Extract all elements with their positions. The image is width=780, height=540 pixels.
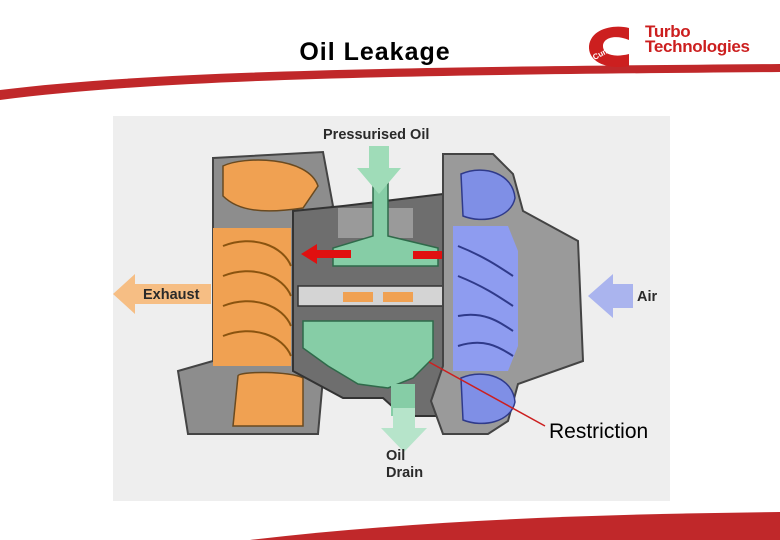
cummins-c-emblem-icon: Cummins	[588, 26, 629, 68]
compressor-volute-top	[460, 169, 516, 221]
air-label: Air	[637, 289, 658, 305]
oil-leak-arrow-left-icon	[301, 244, 351, 264]
restriction-callout-line	[428, 361, 546, 427]
oil-drain-arrow-icon	[381, 408, 427, 452]
slide-title: Oil Leakage	[299, 38, 451, 66]
turbine-wheel	[213, 228, 291, 366]
oil-drain-label-line-1: Oil	[386, 448, 405, 464]
oil-drain-cavity	[302, 320, 434, 389]
header-swoosh-bar	[0, 64, 780, 100]
logo-line-1: Turbo	[645, 22, 691, 41]
pressurised-oil-label: Pressurised Oil	[323, 127, 429, 143]
turbocharger-cutaway-diagram: Exhaust Pressurised Oil Air	[113, 116, 670, 501]
logo-line-2: Technologies	[645, 37, 750, 56]
pressurised-oil-arrow-icon	[357, 146, 401, 194]
exhaust-arrow-icon	[113, 274, 211, 314]
turbine-volute-top	[222, 159, 319, 212]
turbine-volute-bottom	[232, 371, 304, 427]
oil-feed-gallery	[332, 173, 439, 267]
compressor-wheel	[453, 226, 518, 371]
footer-swoosh-bar	[250, 512, 780, 540]
air-arrow-icon	[588, 274, 633, 318]
journal-bearing-left	[343, 292, 373, 302]
restriction-callout-label: Restriction	[549, 420, 649, 443]
oil-drain-label-line-2: Drain	[386, 465, 423, 481]
exhaust-label: Exhaust	[143, 287, 200, 303]
logo-wordmark: Turbo Technologies	[645, 22, 750, 56]
turbo-technologies-logo: Cummins Turbo Technologies	[585, 22, 770, 72]
journal-bearing-right	[383, 292, 413, 302]
